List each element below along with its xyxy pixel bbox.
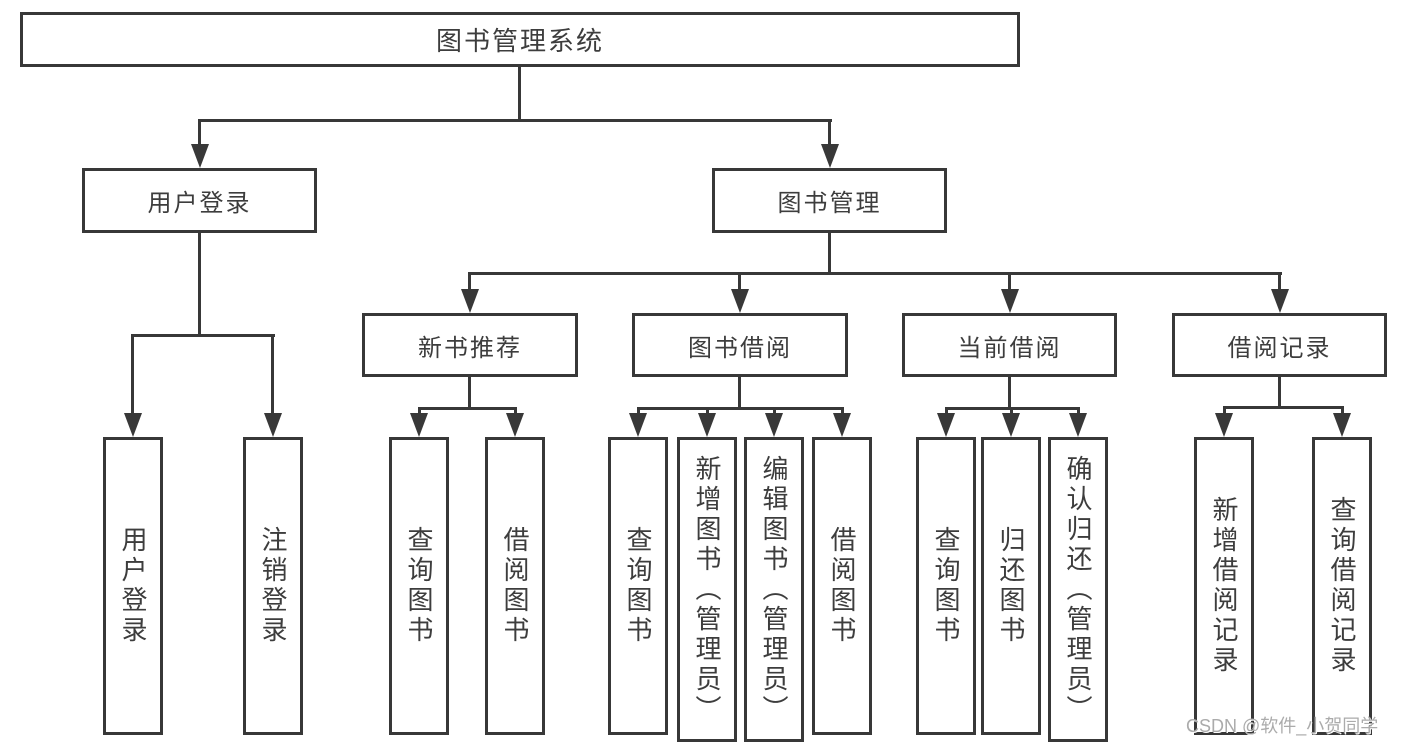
leaf-label: 查询图书 <box>404 526 434 646</box>
leaf-br-add-borrow-record: 新增借阅记录 <box>1194 437 1254 735</box>
connector-line <box>945 407 948 415</box>
arrow-down-icon <box>124 413 142 437</box>
arrow-down-icon <box>629 413 647 437</box>
connector-line <box>706 407 709 415</box>
connector-line <box>1008 377 1011 409</box>
leaf-label: 用户登录 <box>118 526 148 646</box>
connector-line <box>828 233 831 274</box>
connector-line <box>468 377 471 409</box>
leaf-label: 借阅图书 <box>500 526 530 646</box>
connector-line <box>841 407 844 415</box>
connector-line <box>1010 407 1013 415</box>
leaf-label: 确认归还（管理员） <box>1063 454 1093 725</box>
leaf-user-login: 用户登录 <box>103 437 163 735</box>
node-new-book-recommend: 新书推荐 <box>362 313 578 377</box>
leaf-bb-add-books-admin: 新增图书（管理员） <box>677 437 737 742</box>
connector-line <box>637 407 844 410</box>
node-label: 图书管理系统 <box>435 26 604 56</box>
connector-line <box>518 67 521 121</box>
arrow-down-icon <box>264 413 282 437</box>
leaf-label: 新增图书（管理员） <box>692 454 722 725</box>
connector-line <box>1278 272 1281 291</box>
connector-line <box>1341 406 1344 415</box>
csdn-watermark: CSDN @软件_小贺同学 <box>1186 716 1379 736</box>
connector-line <box>738 377 741 409</box>
leaf-bb-edit-books-admin: 编辑图书（管理员） <box>744 437 804 742</box>
node-label: 当前借阅 <box>957 334 1062 362</box>
leaf-label: 新增借阅记录 <box>1209 496 1239 676</box>
leaf-nbr-query-books: 查询图书 <box>389 437 449 735</box>
node-user-login: 用户登录 <box>82 168 317 233</box>
connector-line <box>131 334 275 337</box>
arrow-down-icon <box>821 144 839 168</box>
connector-line <box>773 407 776 415</box>
connector-line <box>828 119 831 146</box>
connector-line <box>1278 377 1281 408</box>
node-borrow-records: 借阅记录 <box>1172 313 1387 377</box>
arrow-down-icon <box>191 144 209 168</box>
leaf-label: 查询图书 <box>931 526 961 646</box>
node-library-management-system: 图书管理系统 <box>20 12 1020 67</box>
arrow-down-icon <box>461 289 479 313</box>
leaf-cb-confirm-return-admin: 确认归还（管理员） <box>1048 437 1108 742</box>
leaf-bb-query-books: 查询图书 <box>608 437 668 735</box>
leaf-nbr-borrow-books: 借阅图书 <box>485 437 545 735</box>
node-label: 用户登录 <box>147 190 252 217</box>
leaf-label: 查询借阅记录 <box>1327 496 1357 676</box>
arrow-down-icon <box>1271 289 1289 313</box>
leaf-label: 编辑图书（管理员） <box>759 454 789 725</box>
leaf-label: 归还图书 <box>996 526 1026 646</box>
arrow-down-icon <box>833 413 851 437</box>
connector-line <box>1223 406 1344 409</box>
arrow-down-icon <box>1001 289 1019 313</box>
leaf-br-query-borrow-record: 查询借阅记录 <box>1312 437 1372 735</box>
connector-line <box>198 119 832 122</box>
arrow-down-icon <box>765 413 783 437</box>
connector-line <box>637 407 640 415</box>
connector-line <box>271 334 274 415</box>
arrow-down-icon <box>698 413 716 437</box>
arrow-down-icon <box>1069 413 1087 437</box>
connector-line <box>468 272 1282 275</box>
connector-line <box>418 407 421 415</box>
connector-line <box>131 334 134 415</box>
connector-line <box>418 407 517 410</box>
connector-line <box>198 233 201 336</box>
node-book-borrow: 图书借阅 <box>632 313 848 377</box>
arrow-down-icon <box>731 289 749 313</box>
leaf-label: 注销登录 <box>258 526 288 646</box>
node-label: 借阅记录 <box>1227 334 1332 362</box>
node-label: 图书借阅 <box>688 334 792 362</box>
node-label: 图书管理 <box>777 190 882 217</box>
arrow-down-icon <box>1215 413 1233 437</box>
arrow-down-icon <box>506 413 524 437</box>
connector-line <box>1008 272 1011 291</box>
leaf-cb-return-books: 归还图书 <box>981 437 1041 735</box>
arrow-down-icon <box>937 413 955 437</box>
leaf-label: 借阅图书 <box>827 526 857 646</box>
node-label: 新书推荐 <box>418 334 522 362</box>
leaf-logout: 注销登录 <box>243 437 303 735</box>
node-current-borrow: 当前借阅 <box>902 313 1117 377</box>
connector-line <box>1223 406 1226 415</box>
node-book-management: 图书管理 <box>712 168 947 233</box>
leaf-bb-borrow-books: 借阅图书 <box>812 437 872 735</box>
connector-line <box>1077 407 1080 415</box>
arrow-down-icon <box>410 413 428 437</box>
arrow-down-icon <box>1002 413 1020 437</box>
connector-line <box>468 272 471 291</box>
leaf-label: 查询图书 <box>623 526 653 646</box>
connector-line <box>198 119 201 146</box>
arrow-down-icon <box>1333 413 1351 437</box>
connector-line <box>738 272 741 291</box>
leaf-cb-query-books: 查询图书 <box>916 437 976 735</box>
connector-line <box>514 407 517 415</box>
